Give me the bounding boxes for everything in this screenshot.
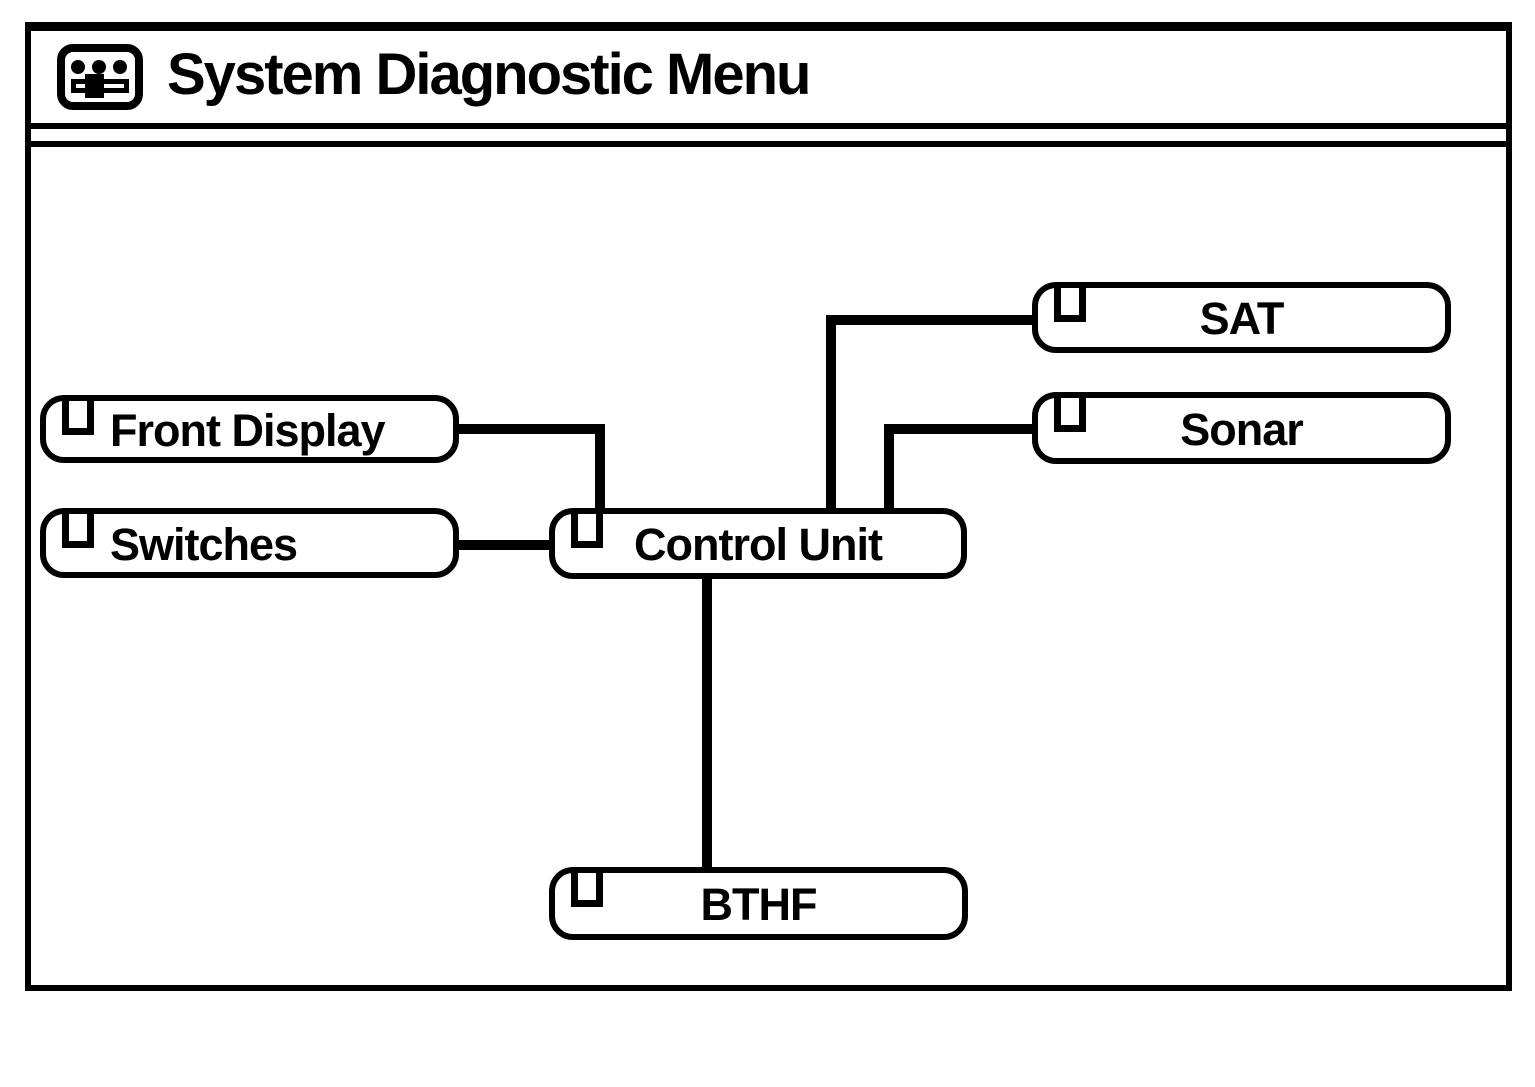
window-frame bbox=[25, 22, 1512, 991]
node-switches[interactable]: Switches bbox=[40, 508, 459, 578]
node-label-front-display: Front Display bbox=[110, 404, 386, 456]
connector-front-display-h bbox=[455, 424, 605, 434]
title-bar: System Diagnostic Menu bbox=[31, 31, 1506, 129]
icon-slider-knob bbox=[85, 74, 104, 98]
open-box-icon bbox=[1054, 398, 1086, 432]
icon-dot bbox=[92, 60, 106, 74]
node-label-switches: Switches bbox=[110, 518, 298, 570]
open-box-icon bbox=[62, 401, 94, 435]
connector-sat-h bbox=[826, 315, 1036, 325]
open-box-icon bbox=[1054, 288, 1086, 322]
open-box-icon bbox=[571, 873, 603, 907]
connector-sat-v bbox=[826, 315, 836, 514]
node-bthf[interactable]: BTHF bbox=[549, 867, 968, 940]
icon-dot bbox=[113, 60, 127, 74]
connector-bthf-v bbox=[702, 574, 712, 871]
node-label-sat: SAT bbox=[1199, 293, 1285, 344]
node-control-unit[interactable]: Control Unit bbox=[549, 508, 967, 579]
node-label-bthf: BTHF bbox=[700, 879, 818, 930]
node-label-sonar: Sonar bbox=[1180, 403, 1304, 455]
connector-switches-h bbox=[455, 540, 555, 550]
node-sat[interactable]: SAT bbox=[1032, 282, 1451, 353]
open-box-icon bbox=[571, 514, 603, 548]
node-front-display[interactable]: Front Display bbox=[40, 395, 459, 463]
node-label-control-unit: Control Unit bbox=[634, 519, 883, 570]
control-panel-icon bbox=[57, 44, 143, 110]
icon-dot bbox=[71, 60, 85, 74]
node-sonar[interactable]: Sonar bbox=[1032, 392, 1451, 464]
connector-sonar-h bbox=[884, 424, 1036, 434]
page-title: System Diagnostic Menu bbox=[167, 42, 811, 107]
connector-sonar-v bbox=[884, 424, 894, 514]
title-bar-divider bbox=[31, 141, 1506, 147]
connector-front-display-v bbox=[595, 424, 605, 514]
open-box-icon bbox=[62, 514, 94, 548]
